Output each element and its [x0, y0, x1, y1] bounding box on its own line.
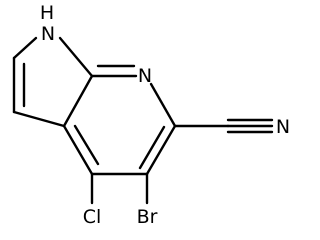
pyridine-nitrogen-label: N — [138, 65, 152, 87]
bond-c3-c3a — [12, 110, 66, 128]
bond-c4-c3a-inner — [73, 124, 100, 166]
bond-c7a-n1 — [58, 36, 94, 78]
hydrogen-label: H — [40, 2, 54, 24]
pyrrole-nitrogen-label: N — [41, 23, 55, 45]
bond-c3a-c7a — [62, 74, 94, 128]
bond-c6-c5-inner — [138, 125, 166, 170]
structure-canvas: H N N N Cl Br — [12, 2, 291, 228]
bond-c6-c5 — [145, 124, 177, 176]
chlorine-label: Cl — [83, 206, 102, 228]
nitrile-nitrogen-label: N — [276, 116, 290, 138]
bond-c4-c3a — [62, 124, 94, 176]
bond-n7-c6 — [149, 82, 177, 128]
molecule-structure: H N N N Cl Br — [12, 2, 290, 228]
bromine-label: Br — [137, 206, 158, 228]
bond-n1-c2 — [12, 36, 38, 60]
